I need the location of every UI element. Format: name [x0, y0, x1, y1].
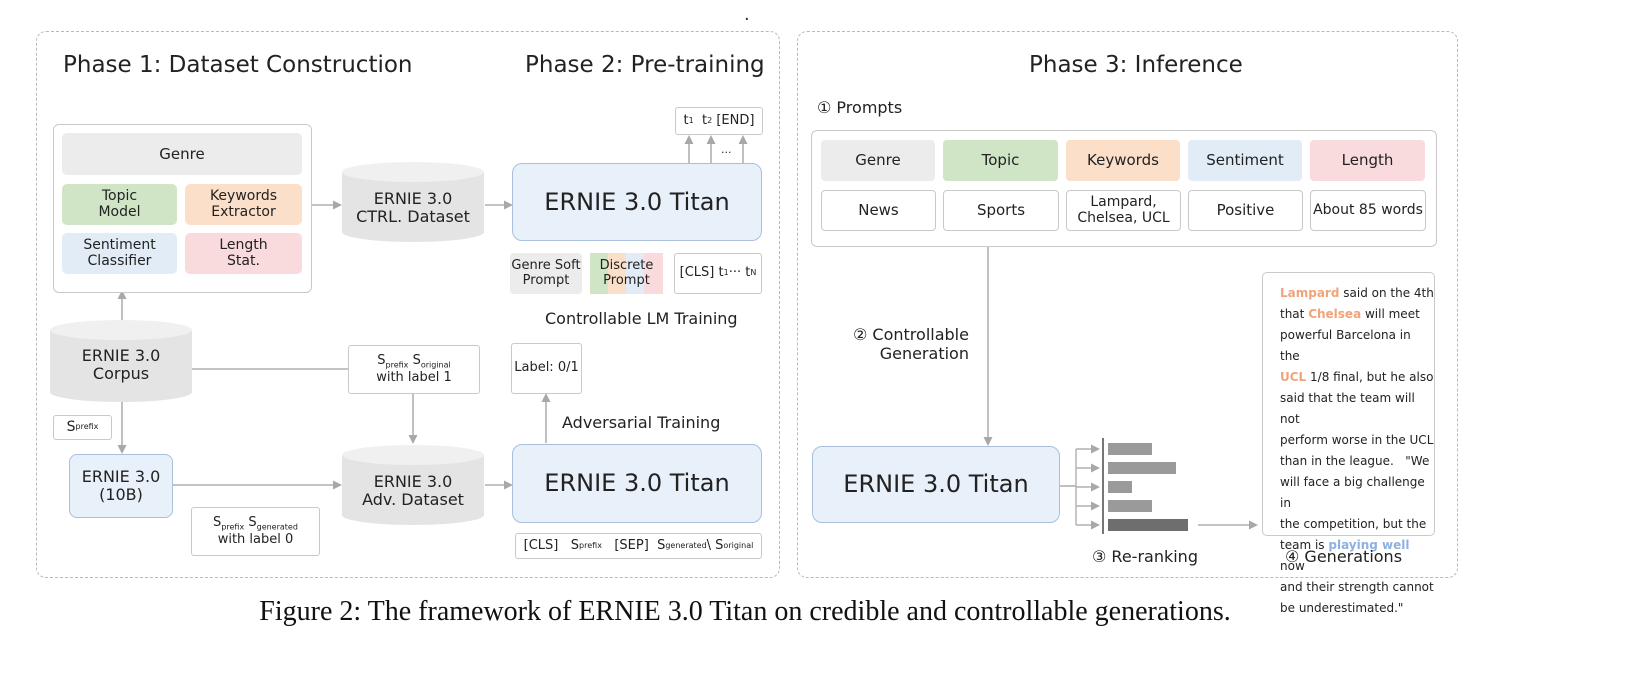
ctrl-dataset-cylinder: [342, 162, 484, 242]
rerank-bar-5: [1108, 519, 1188, 531]
ellipsis: ...: [721, 143, 732, 156]
controllable-generation-label: ② Controllable Generation: [853, 325, 969, 364]
label0-sample: Sprefix Sgenerated with label 0: [191, 507, 320, 556]
prompts-label: ① Prompts: [817, 98, 903, 117]
titan-inference-box: ERNIE 3.0 Titan: [812, 446, 1060, 523]
prompt-header-topic: Topic: [943, 140, 1058, 181]
prompt-value-positive: Positive: [1188, 190, 1303, 231]
phase1-title: Phase 1: Dataset Construction: [63, 52, 413, 78]
phase2-title: Phase 2: Pre-training: [525, 52, 765, 78]
topic-model-box: Topic Model: [62, 184, 177, 225]
adversarial-label: Adversarial Training: [562, 413, 721, 432]
generations-label: ④ Generations: [1285, 547, 1403, 566]
genre-soft-prompt: Genre Soft Prompt: [510, 253, 582, 294]
prompt-value-sports: Sports: [943, 190, 1059, 231]
figure-caption: Figure 2: The framework of ERNIE 3.0 Tit…: [259, 596, 1231, 627]
adv-dataset-cylinder: [342, 445, 484, 525]
prompt-header-keywords: Keywords: [1066, 140, 1180, 181]
phase1-2-frame: [36, 31, 780, 578]
keywords-extractor-box: Keywords Extractor: [185, 184, 302, 225]
corpus-label: ERNIE 3.0 Corpus: [81, 346, 161, 383]
label-01-box: Label: 0/1: [511, 343, 582, 394]
sentiment-classifier-box: Sentiment Classifier: [62, 233, 177, 274]
prompt-value-news: News: [821, 190, 936, 231]
titan-bottom-box: ERNIE 3.0 Titan: [512, 444, 762, 523]
phase3-frame: [797, 31, 1458, 578]
prompt-value-keywords: Lampard, Chelsea, UCL: [1066, 190, 1181, 231]
length-stat-box: Length Stat.: [185, 233, 302, 274]
ctrl-dataset-label: ERNIE 3.0 CTRL. Dataset: [356, 189, 470, 226]
genre-box: Genre: [62, 133, 302, 175]
corpus-cylinder: [50, 320, 192, 402]
discrete-prompt: Discrete Prompt: [599, 258, 654, 288]
rerank-bar-4: [1108, 500, 1152, 512]
discrete-prompt-stripes: [590, 253, 663, 294]
dot-mark: .: [744, 4, 750, 25]
rerank-bar-1: [1108, 443, 1152, 455]
prompt-value-length: About 85 words: [1310, 190, 1426, 231]
reranking-label: ③ Re-ranking: [1092, 547, 1198, 566]
label1-sample: Sprefix Soriginal with label 1: [348, 345, 480, 394]
prompt-header-length: Length: [1310, 140, 1425, 181]
rerank-bar-2: [1108, 462, 1176, 474]
generation-text-box: Lampard said on the 4th that Chelsea wil…: [1262, 272, 1435, 615]
rerank-bar-3: [1108, 481, 1132, 493]
adv-dataset-label: ERNIE 3.0 Adv. Dataset: [362, 472, 464, 509]
titan-top-box: ERNIE 3.0 Titan: [512, 163, 762, 241]
prompt-header-genre: Genre: [821, 140, 935, 181]
ernie-10b-box: ERNIE 3.0 (10B): [69, 454, 173, 518]
rerank-bars: [1108, 443, 1188, 531]
controllable-lm-label: Controllable LM Training: [545, 309, 738, 328]
phase3-title: Phase 3: Inference: [1029, 52, 1243, 78]
prompt-header-sentiment: Sentiment: [1188, 140, 1302, 181]
